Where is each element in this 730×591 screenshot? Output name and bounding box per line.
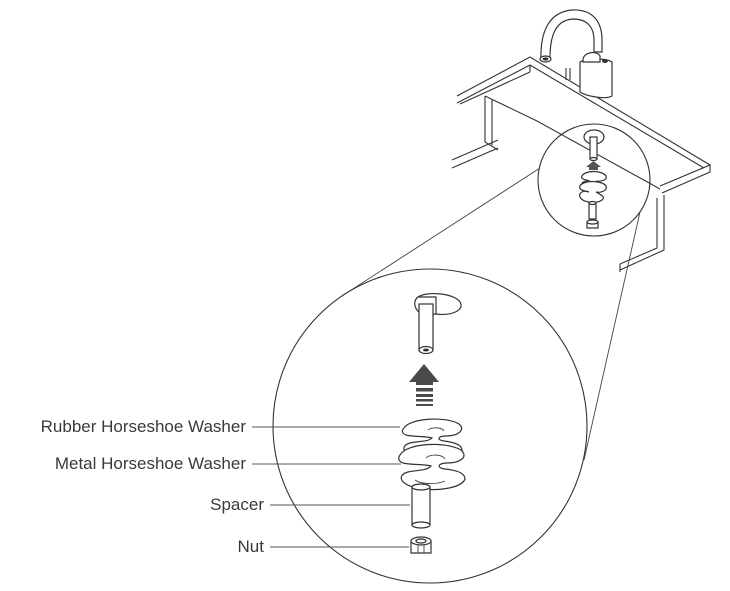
up-arrow-icon — [409, 364, 439, 406]
spacer-icon — [411, 483, 431, 529]
label-rubber-horseshoe-washer: Rubber Horseshoe Washer — [41, 417, 247, 436]
metal-horseshoe-washer-icon — [398, 443, 466, 491]
label-metal-horseshoe-washer: Metal Horseshoe Washer — [55, 454, 247, 473]
callout-tangent-right — [583, 211, 641, 461]
detail-callout-large — [272, 268, 588, 584]
label-spacer: Spacer — [210, 495, 264, 514]
label-nut: Nut — [238, 537, 265, 556]
nut-icon — [410, 536, 432, 554]
callout-tangent-left — [341, 167, 541, 297]
supply-pipe — [414, 292, 462, 355]
countertop-illustration — [451, 56, 711, 272]
faucet-icon — [539, 9, 613, 99]
leader-lines — [252, 426, 410, 548]
detail-callout-small — [537, 123, 651, 237]
